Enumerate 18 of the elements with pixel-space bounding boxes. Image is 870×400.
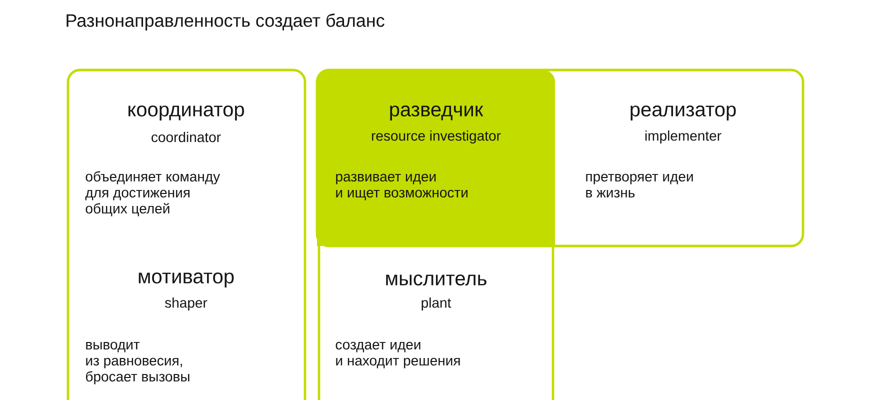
role-subtitle: shaper [165,297,208,311]
title: Разнонаправленность создает баланс [66,14,384,30]
panel [316,68,804,248]
role-description: претворяет идеи в жизнь [586,174,693,198]
role-title: реализатор [630,106,736,120]
role-subtitle: coordinator [152,132,221,142]
panel [66,68,306,400]
role-description: объединяет команду для достижения общих целей [85,171,220,216]
role-title: разведчик [390,106,484,120]
role-subtitle: plant [422,297,452,311]
role-subtitle: implementer [645,130,722,144]
role-subtitle: resource investigator [372,130,501,144]
role-description: развивает идеи и ищет возможности [336,174,468,200]
role-title: мотиватор [138,272,234,288]
role-title: координатор [128,106,244,120]
role-description: выводит из равновесия, бросает вызовы [86,342,190,384]
role-title: мыслитель [386,274,486,286]
role-description: создает идеи и находит решения [336,342,460,368]
